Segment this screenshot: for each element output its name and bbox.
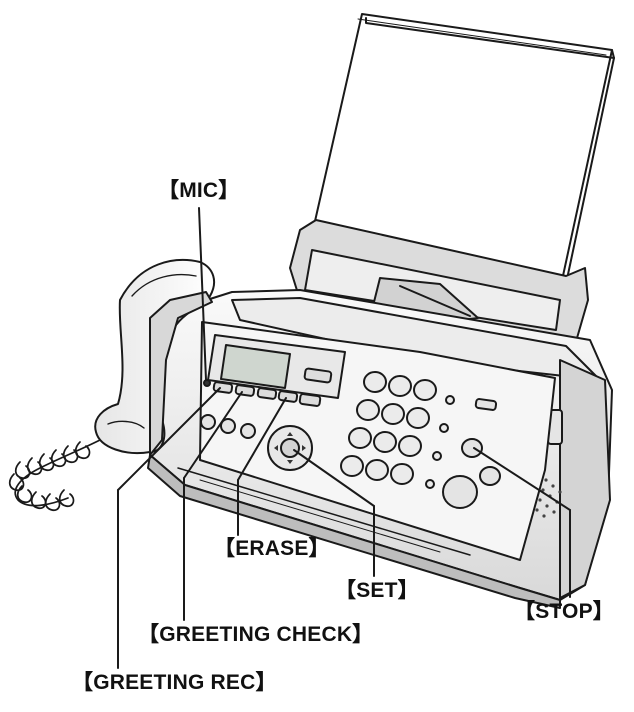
dial-keypad bbox=[340, 371, 455, 489]
greeting-rec-leader bbox=[117, 387, 221, 491]
greeting-rec-callout: 【GREETING REC】 bbox=[72, 671, 277, 694]
stop-callout: 【STOP】 bbox=[514, 600, 614, 623]
mic-hole bbox=[203, 379, 211, 387]
keypad-button[interactable] bbox=[373, 431, 397, 453]
keypad-button[interactable] bbox=[406, 407, 430, 429]
keypad-button[interactable] bbox=[356, 399, 380, 421]
small-key[interactable] bbox=[432, 451, 442, 461]
stop-leader bbox=[473, 447, 571, 511]
telephone-handset bbox=[94, 259, 216, 456]
small-key[interactable] bbox=[445, 395, 455, 405]
right-buttons bbox=[442, 398, 501, 509]
greeting-check-leader bbox=[183, 391, 243, 479]
leader-lines bbox=[117, 207, 571, 669]
erase-leader bbox=[237, 397, 287, 481]
coiled-cord bbox=[8, 439, 101, 512]
greeting-check-button[interactable] bbox=[234, 384, 256, 397]
small-key[interactable] bbox=[439, 423, 449, 433]
set-callout: 【SET】 bbox=[335, 579, 419, 602]
lcd-button bbox=[303, 367, 333, 384]
mic-callout: 【MIC】 bbox=[158, 179, 240, 202]
keypad-button[interactable] bbox=[365, 459, 389, 481]
keypad-button[interactable] bbox=[398, 435, 422, 457]
small-key[interactable] bbox=[425, 479, 435, 489]
start-button[interactable] bbox=[442, 475, 478, 509]
round-button[interactable] bbox=[479, 466, 501, 486]
memo-button[interactable] bbox=[256, 387, 278, 400]
set-button[interactable] bbox=[280, 438, 300, 458]
set-leader bbox=[293, 449, 375, 507]
keypad-button[interactable] bbox=[390, 463, 414, 485]
control-panel bbox=[199, 321, 556, 561]
lcd-screen bbox=[220, 344, 291, 389]
keypad-button[interactable] bbox=[340, 455, 364, 477]
round-button[interactable] bbox=[240, 423, 256, 439]
left-round-buttons bbox=[200, 414, 256, 439]
erase-callout: 【ERASE】 bbox=[214, 537, 330, 560]
navigator-pad bbox=[267, 425, 313, 471]
function-buttons bbox=[212, 381, 322, 407]
keypad-button[interactable] bbox=[388, 375, 412, 397]
mic-leader bbox=[198, 207, 207, 381]
erase-button[interactable] bbox=[277, 390, 299, 403]
stop-button[interactable] bbox=[461, 438, 483, 458]
greeting-check-callout: 【GREETING CHECK】 bbox=[138, 623, 374, 646]
keypad-button[interactable] bbox=[413, 379, 437, 401]
round-button[interactable] bbox=[200, 414, 216, 430]
play-button[interactable] bbox=[298, 393, 322, 407]
keypad-button[interactable] bbox=[363, 371, 387, 393]
round-button[interactable] bbox=[220, 418, 236, 434]
keypad-button[interactable] bbox=[348, 427, 372, 449]
keypad-button[interactable] bbox=[381, 403, 405, 425]
small-rect-button[interactable] bbox=[474, 398, 498, 411]
